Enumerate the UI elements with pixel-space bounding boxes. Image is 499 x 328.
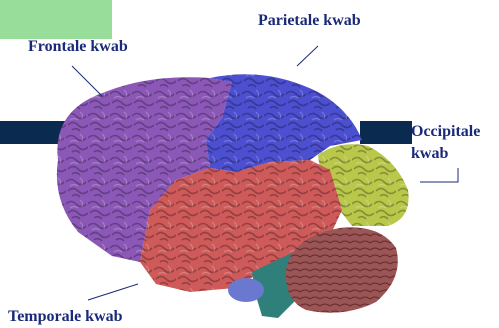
parietal-lobe-label: Parietale kwab bbox=[258, 11, 361, 31]
parietal-pointer-line bbox=[297, 46, 318, 66]
frontal-pointer-line bbox=[72, 66, 102, 96]
occipital-lobe-label-line1: Occipitale bbox=[411, 122, 480, 142]
temporal-pointer-line bbox=[88, 284, 138, 300]
pons bbox=[228, 278, 264, 302]
frontal-lobe-label: Frontale kwab bbox=[28, 37, 128, 57]
temporal-lobe-label: Temporale kwab bbox=[8, 307, 123, 327]
occipital-lobe-label-line2: kwab bbox=[411, 144, 448, 164]
occipital-pointer-line bbox=[420, 168, 458, 182]
